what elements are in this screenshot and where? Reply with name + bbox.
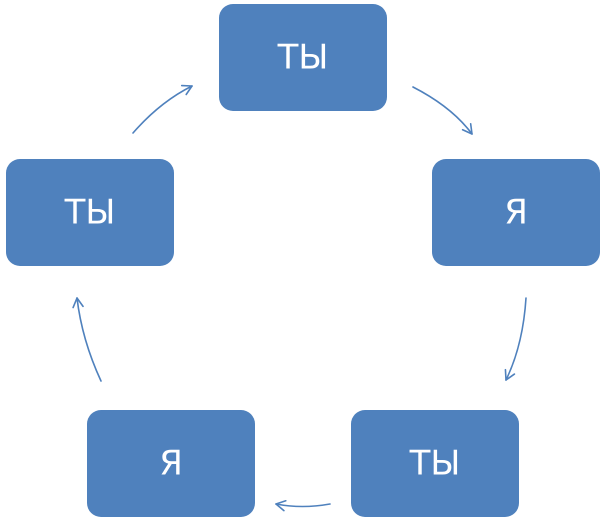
node-top: ТЫ — [219, 4, 387, 111]
node-left-label: ТЫ — [64, 193, 116, 233]
arrow-right-to-bottom-right — [504, 297, 527, 381]
node-bottom-left-label: Я — [159, 444, 183, 484]
arrow-left-to-top — [132, 84, 193, 134]
node-bottom-right: ТЫ — [351, 410, 519, 517]
node-right-box — [432, 159, 600, 266]
node-bottom-right-label: ТЫ — [409, 444, 461, 484]
node-top-label: ТЫ — [277, 38, 329, 78]
node-bottom-left: Я — [87, 410, 255, 517]
node-bottom-left-box — [87, 410, 255, 517]
node-right: Я — [432, 159, 600, 266]
arrow-bottom-right-to-bottom-left — [275, 499, 331, 512]
arrow-top-to-right — [412, 86, 473, 135]
node-left-box — [6, 159, 174, 266]
arrow-bottom-left-to-left — [72, 297, 102, 382]
node-top-box — [219, 4, 387, 111]
node-left: ТЫ — [6, 159, 174, 266]
node-bottom-right-box — [351, 410, 519, 517]
node-right-label: Я — [504, 193, 528, 233]
